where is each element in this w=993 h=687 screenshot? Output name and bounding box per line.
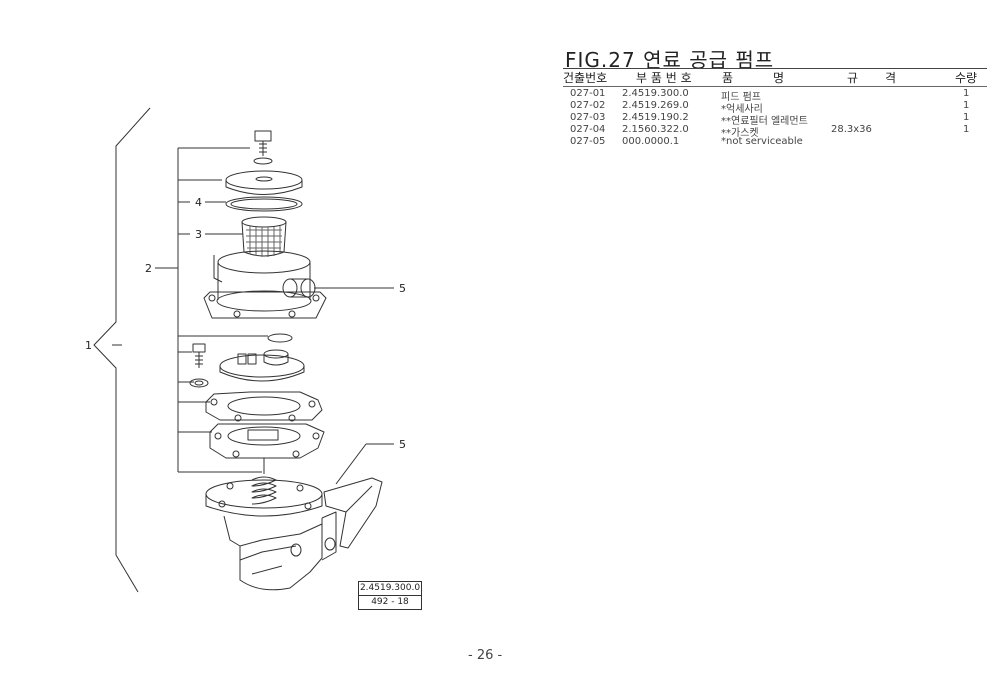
reference-part-no: 2.4519.300.0 bbox=[359, 582, 421, 596]
reference-box: 2.4519.300.0 492 - 18 bbox=[358, 581, 422, 610]
table-row: 027-05 000.0000.1 *not serviceable bbox=[0, 136, 993, 149]
header-rule bbox=[563, 86, 987, 87]
header-spec-1: 규 bbox=[847, 71, 859, 85]
header-ref-no: 건출번호 bbox=[563, 71, 608, 85]
row-ref: 027-04 bbox=[570, 124, 606, 135]
row-qty: 1 bbox=[963, 112, 970, 123]
callout-5-lower: 5 bbox=[399, 438, 406, 451]
callout-5-upper: 5 bbox=[399, 282, 406, 295]
callout-2: 2 bbox=[145, 262, 152, 275]
header-spec-2: 격 bbox=[885, 71, 897, 85]
table-row: 027-02 2.4519.269.0 *억세사리 1 bbox=[0, 100, 993, 115]
page-number: - 26 - bbox=[468, 648, 503, 663]
header-qty: 수량 bbox=[955, 71, 978, 85]
callout-3: 3 bbox=[195, 228, 202, 241]
row-ref: 027-05 bbox=[570, 136, 606, 147]
table-row: 027-01 2.4519.300.0 피드 펌프 1 bbox=[0, 88, 993, 103]
table-row: 027-04 2.1560.322.0 **가스켓 28.3x36 1 bbox=[0, 124, 993, 139]
bracket-1 bbox=[93, 107, 151, 593]
row-ref: 027-02 bbox=[570, 100, 606, 111]
table-row: 027-03 2.4519.190.2 **연료필터 엘레먼트 1 bbox=[0, 112, 993, 127]
row-qty: 1 bbox=[963, 88, 970, 99]
row-part: 2.1560.322.0 bbox=[622, 124, 689, 135]
row-ref: 027-03 bbox=[570, 112, 606, 123]
row-part: 2.4519.190.2 bbox=[622, 112, 689, 123]
row-part: 2.4519.269.0 bbox=[622, 100, 689, 111]
row-part: 000.0000.1 bbox=[622, 136, 680, 147]
reference-code: 492 - 18 bbox=[371, 597, 409, 607]
header-part-no: 부 품 번 호 bbox=[636, 71, 692, 85]
title-underline bbox=[563, 68, 987, 69]
row-spec: 28.3x36 bbox=[831, 124, 872, 135]
row-name: **가스켓 bbox=[721, 128, 759, 139]
callout-1: 1 bbox=[85, 339, 92, 352]
row-name: *not serviceable bbox=[721, 136, 803, 147]
row-name: 피드 펌프 bbox=[721, 92, 761, 103]
callout-4: 4 bbox=[195, 196, 202, 209]
row-name: **연료필터 엘레먼트 bbox=[721, 116, 808, 127]
row-qty: 1 bbox=[963, 100, 970, 111]
row-part: 2.4519.300.0 bbox=[622, 88, 689, 99]
row-qty: 1 bbox=[963, 124, 970, 135]
row-name: *억세사리 bbox=[721, 104, 763, 115]
row-ref: 027-01 bbox=[570, 88, 606, 99]
header-name-1: 품 bbox=[722, 71, 734, 85]
header-name-2: 명 bbox=[773, 71, 785, 85]
